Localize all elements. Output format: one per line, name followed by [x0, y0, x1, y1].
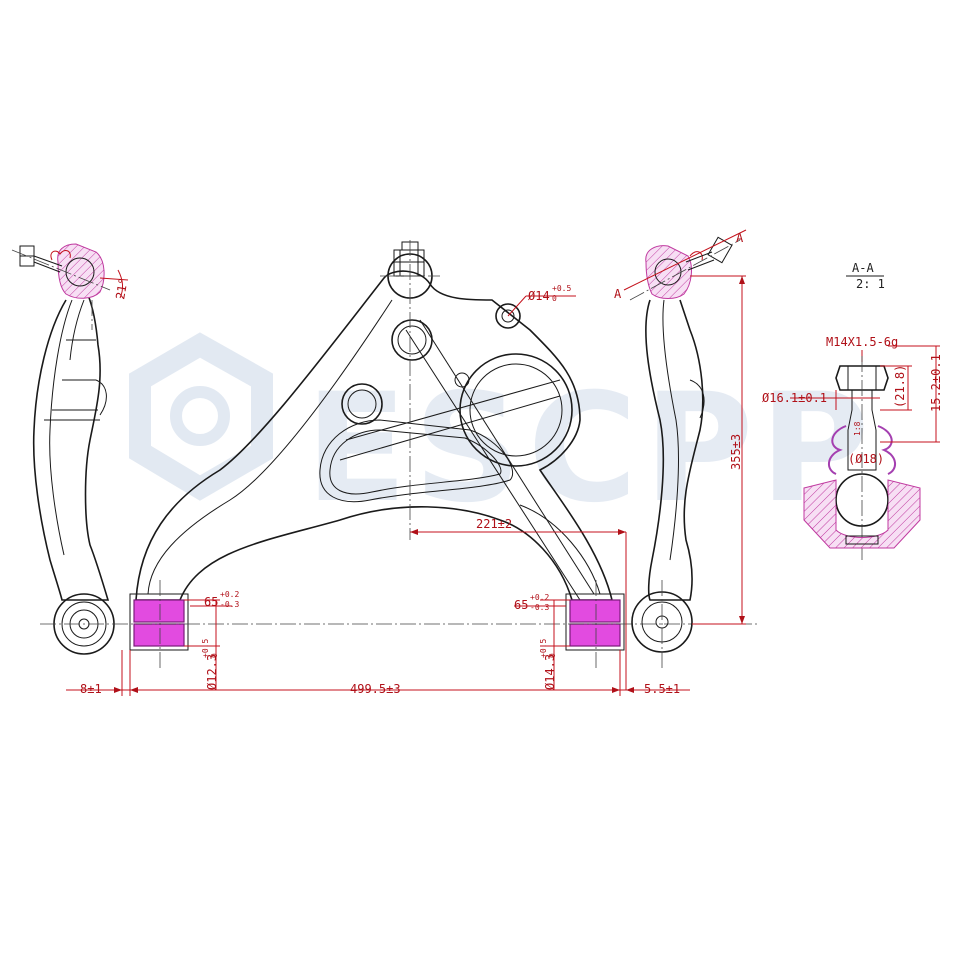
section-marker-right: A — [736, 231, 744, 245]
bore-right-tol-down: 0 — [548, 653, 557, 658]
bore-right-dimension: Ø14.3 — [543, 654, 557, 690]
bushing-length-right-tol-up: +0.2 — [530, 593, 549, 602]
main-plan-view — [40, 240, 760, 670]
left-side-view: 21° — [11, 243, 131, 655]
taper-ratio-label: 1:8 — [853, 421, 862, 436]
hole-diameter-label: Ø14 — [528, 289, 550, 303]
bore-left-dimension: Ø12.3 — [205, 654, 219, 690]
taper-diameter-label: Ø16.1±0.1 — [762, 391, 827, 405]
dimension-annotations: Ø14 +0.5 0 221±2 355±3 65 +0.2 -0.3 65 +… — [66, 275, 746, 696]
thread-label: M14X1.5-6g — [826, 335, 898, 349]
bushing-length-left-tol-down: -0.3 — [220, 600, 239, 609]
bore-left-tol-down: 0 — [210, 653, 219, 658]
bushing-length-right: 65 — [514, 598, 528, 612]
angle-dimension: 21° — [113, 277, 131, 301]
stud-height-label: 15.2±0.1 — [929, 354, 943, 412]
right-side-view: A A — [614, 229, 747, 670]
watermark-text: ESCPP — [305, 362, 875, 536]
section-marker-left: A — [614, 287, 622, 301]
bore-left-tol-up: +0.5 — [201, 639, 210, 658]
hole-diameter-tol-up: +0.5 — [552, 284, 571, 293]
section-a-a-view: A-A 2: 1 M14X1.5-6g Ø16.1±0.1 (21.8) — [762, 261, 943, 560]
height-dimension: 355±3 — [729, 434, 743, 470]
watermark-logo: ESCPP — [129, 332, 875, 536]
span-dimension: 499.5±3 — [350, 682, 401, 696]
section-title: A-A — [852, 261, 874, 275]
bore-right-tol-up: +0.5 — [539, 639, 548, 658]
section-scale: 2: 1 — [856, 277, 885, 291]
ball-offset-dimension: 221±2 — [476, 517, 512, 531]
taper-length-label: (21.8) — [893, 365, 907, 408]
ball-diameter-label: (Ø18) — [848, 452, 884, 466]
bushing-length-left: 65 — [204, 595, 218, 609]
offset-right-dimension: 5.5±1 — [644, 682, 680, 696]
bushing-length-right-tol-down: -0.3 — [530, 603, 549, 612]
offset-left-dimension: 8±1 — [80, 682, 102, 696]
hole-diameter-tol-down: 0 — [552, 294, 557, 303]
bushing-length-left-tol-up: +0.2 — [220, 590, 239, 599]
